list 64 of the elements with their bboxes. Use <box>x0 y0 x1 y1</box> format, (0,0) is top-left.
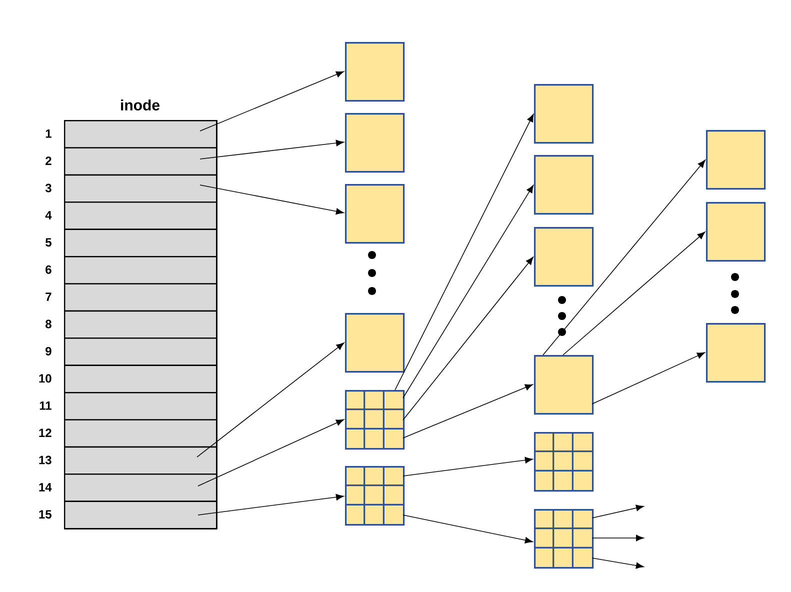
data-block <box>534 227 594 287</box>
node-label: 10 <box>39 374 52 383</box>
table-row: 2 <box>46 147 218 176</box>
arrow <box>402 384 533 438</box>
node-label: 13 <box>39 456 52 464</box>
pointer-block <box>345 466 405 526</box>
data-block <box>534 84 594 144</box>
arrow <box>200 71 344 132</box>
data-block <box>706 323 766 383</box>
table-row: 6 <box>46 256 218 284</box>
node-label: 2 <box>46 156 52 165</box>
table-row: 12 <box>39 419 218 448</box>
table-row: 11 <box>40 392 218 420</box>
arrow <box>592 504 644 518</box>
arrow <box>562 232 706 356</box>
pointer-block <box>534 509 594 569</box>
table-row: 1 <box>46 120 218 148</box>
node-label: 3 <box>45 184 52 192</box>
node-label: 9 <box>46 346 52 356</box>
data-block <box>345 113 405 173</box>
table-row: 3 <box>45 174 218 203</box>
arrow <box>592 534 644 542</box>
arrow <box>402 256 534 420</box>
data-block <box>345 42 405 102</box>
table-row: 13 <box>39 446 218 475</box>
arrow <box>592 352 705 404</box>
node-label: 4 <box>45 211 52 220</box>
arrow <box>200 184 344 215</box>
arrow <box>200 140 344 160</box>
node-label: 12 <box>39 428 52 437</box>
node-label: 14 <box>39 483 52 492</box>
node-label: 11 <box>40 401 52 410</box>
node-label: 5 <box>46 238 52 247</box>
table-row: 7 <box>46 283 218 312</box>
arrow <box>196 342 344 458</box>
table-row: 8 <box>46 310 218 339</box>
arrow <box>402 514 533 544</box>
node-label: 8 <box>46 320 52 328</box>
arrow <box>402 184 534 398</box>
table-row: 9 <box>46 338 218 366</box>
data-block <box>345 313 405 373</box>
data-block <box>534 155 594 215</box>
node-label: 7 <box>46 292 52 301</box>
table-row: 4 <box>45 202 218 230</box>
table-row: 5 <box>46 228 218 258</box>
table-row: 10 <box>39 364 218 394</box>
table-row: 14 <box>39 474 218 502</box>
node-label: 6 <box>46 265 52 274</box>
arrow <box>394 114 534 390</box>
data-block <box>345 184 405 244</box>
pointer-block <box>534 432 594 492</box>
pointer-block <box>345 390 405 450</box>
arrow <box>198 494 344 516</box>
arrow <box>542 160 706 356</box>
data-block <box>706 130 766 190</box>
arrow <box>198 419 344 486</box>
node-label: 1 <box>46 129 52 138</box>
arrow <box>402 456 533 476</box>
table-row: 15 <box>39 500 218 530</box>
node-label: inode <box>121 99 160 110</box>
data-block <box>706 202 766 262</box>
arrow <box>592 558 644 569</box>
data-block <box>534 355 594 415</box>
node-label: 15 <box>39 510 52 519</box>
